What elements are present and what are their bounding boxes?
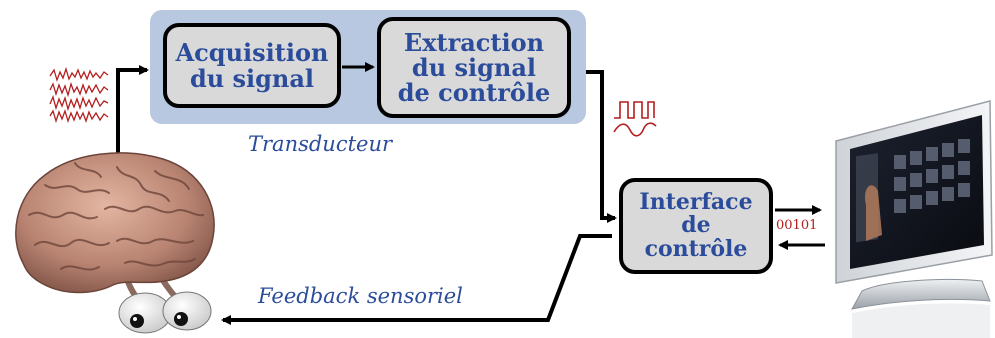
interface-block: Interface de contrôle bbox=[619, 178, 773, 274]
interface-label-line3: contrôle bbox=[644, 235, 748, 262]
acquisition-label-line1: Acquisition bbox=[175, 38, 329, 68]
extraction-label-line3: de contrôle bbox=[397, 78, 551, 108]
computer-monitor-icon bbox=[835, 100, 993, 338]
feedback-label: Feedback sensoriel bbox=[258, 284, 463, 308]
extraction-label-line1: Extraction bbox=[403, 27, 545, 57]
brain-with-eyes-icon bbox=[15, 152, 215, 334]
control-signal-icon bbox=[613, 101, 657, 137]
acquisition-block: Acquisition du signal bbox=[163, 23, 341, 108]
binary-code-label: 00101 bbox=[776, 218, 818, 233]
acquisition-label-line2: du signal bbox=[189, 63, 315, 93]
eeg-signal-icon bbox=[49, 66, 109, 124]
extraction-label-line2: du signal bbox=[411, 52, 537, 82]
arrow-extraction-to-interface bbox=[586, 70, 617, 223]
arrow-brain-to-acquisition bbox=[116, 65, 149, 158]
arrow-feedback-to-brain bbox=[221, 234, 612, 325]
interface-label-line2: de bbox=[681, 212, 711, 239]
interface-label-line1: Interface bbox=[639, 189, 753, 216]
transducer-label: Transducteur bbox=[248, 132, 393, 156]
extraction-block: Extraction du signal de contrôle bbox=[377, 17, 571, 118]
